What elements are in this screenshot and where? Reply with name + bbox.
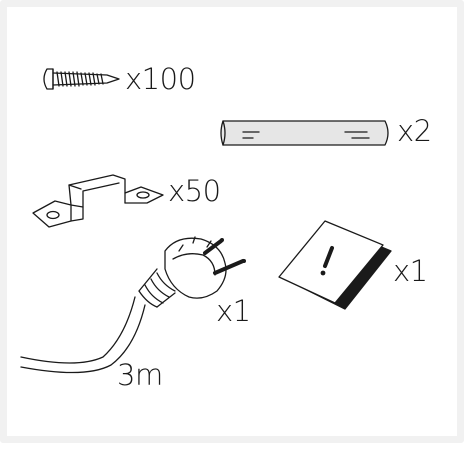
screws-quantity: x100 — [125, 62, 196, 96]
power-plug-icon — [138, 236, 246, 308]
mounting-clip-icon — [32, 174, 164, 228]
cable-length: 3m — [117, 358, 163, 392]
tubes-quantity: x2 — [397, 114, 432, 148]
screw-icon — [43, 68, 120, 90]
parts-illustration — [20, 68, 392, 374]
clips-quantity: x50 — [168, 174, 221, 208]
cable-icon — [20, 296, 146, 374]
sheet-quantity: x1 — [393, 254, 428, 288]
warning-sheet-icon — [278, 220, 392, 310]
end-cap-tube-icon — [220, 120, 389, 146]
plug-quantity: x1 — [216, 294, 251, 328]
